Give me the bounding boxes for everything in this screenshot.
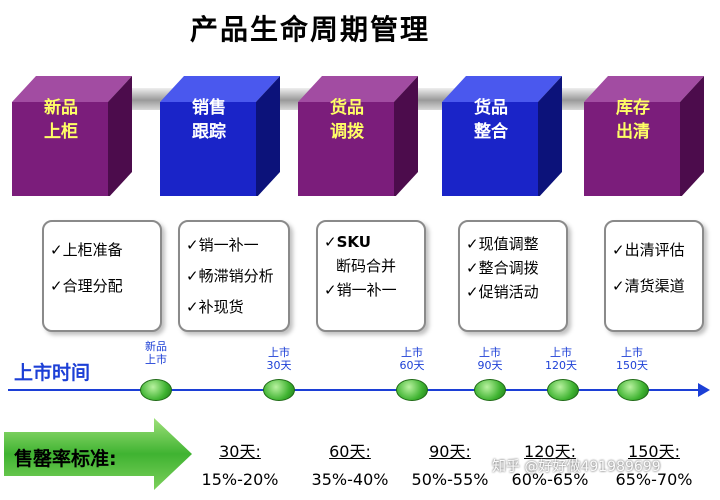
task-item: ✓出清评估 bbox=[612, 232, 696, 268]
stage-label: 货品整合 bbox=[450, 96, 532, 144]
stage-cube-sales-tracking: 销售跟踪 bbox=[160, 66, 290, 196]
rate-range: 35%-40% bbox=[300, 468, 400, 492]
task-item: ✓合理分配 bbox=[50, 268, 154, 304]
rate-60: 60天: 35%-40% bbox=[300, 440, 400, 492]
task-item: ✓整合调拨 bbox=[466, 256, 560, 280]
stage-label: 货品调拨 bbox=[306, 96, 388, 144]
rate-day: 90天: bbox=[400, 440, 500, 464]
timeline-axis bbox=[8, 389, 700, 391]
milestone-dot bbox=[263, 379, 295, 401]
stage-label: 新品上柜 bbox=[20, 96, 102, 144]
task-card-new-launch: ✓上柜准备 ✓合理分配 bbox=[42, 220, 162, 332]
task-card-sales-tracking: ✓销一补一 ✓畅滞销分析 ✓补现货 bbox=[178, 220, 290, 332]
stage-label: 销售跟踪 bbox=[168, 96, 250, 144]
sell-through-arrow-icon: 售罄率标准: bbox=[4, 418, 194, 490]
milestone-dot bbox=[474, 379, 506, 401]
task-card-transfer: ✓SKU 断码合并 ✓销一补一 bbox=[316, 220, 426, 332]
stage-cube-consolidation: 货品整合 bbox=[442, 66, 572, 196]
milestone-dot bbox=[547, 379, 579, 401]
milestone-label: 新品上市 bbox=[126, 340, 186, 366]
rate-90: 90天: 50%-55% bbox=[400, 440, 500, 492]
timeline-arrow-icon bbox=[698, 383, 710, 397]
milestone-dot bbox=[396, 379, 428, 401]
task-card-consolidation: ✓现值调整 ✓整合调拨 ✓促销活动 bbox=[458, 220, 568, 332]
stage-cube-clearance: 库存出清 bbox=[584, 66, 714, 196]
task-item: ✓补现货 bbox=[186, 292, 282, 323]
stage-cube-new-launch: 新品上柜 bbox=[12, 66, 142, 196]
stage-label: 库存出清 bbox=[592, 96, 674, 144]
timeline-label: 上市时间 bbox=[14, 358, 90, 385]
task-item: ✓销一补一 bbox=[186, 230, 282, 261]
task-item: ✓促销活动 bbox=[466, 280, 560, 304]
task-item: ✓清货渠道 bbox=[612, 268, 696, 304]
sell-through-label: 售罄率标准: bbox=[14, 444, 164, 471]
page-title: 产品生命周期管理 bbox=[190, 8, 460, 48]
rate-range: 15%-20% bbox=[190, 468, 290, 492]
task-item: 断码合并 bbox=[324, 254, 418, 278]
rate-range: 50%-55% bbox=[400, 468, 500, 492]
task-item: ✓上柜准备 bbox=[50, 232, 154, 268]
task-card-clearance: ✓出清评估 ✓清货渠道 bbox=[604, 220, 704, 332]
task-item: ✓SKU bbox=[324, 230, 418, 254]
task-item: ✓畅滞销分析 bbox=[186, 261, 282, 292]
rate-30: 30天: 15%-20% bbox=[190, 440, 290, 492]
milestone-dot bbox=[140, 379, 172, 401]
stage-cube-transfer: 货品调拨 bbox=[298, 66, 428, 196]
task-item: ✓现值调整 bbox=[466, 232, 560, 256]
rate-day: 30天: bbox=[190, 440, 290, 464]
task-item: ✓销一补一 bbox=[324, 278, 418, 302]
watermark: 知乎 @好好做491989699 bbox=[492, 456, 661, 476]
milestone-dot bbox=[617, 379, 649, 401]
rate-day: 60天: bbox=[300, 440, 400, 464]
